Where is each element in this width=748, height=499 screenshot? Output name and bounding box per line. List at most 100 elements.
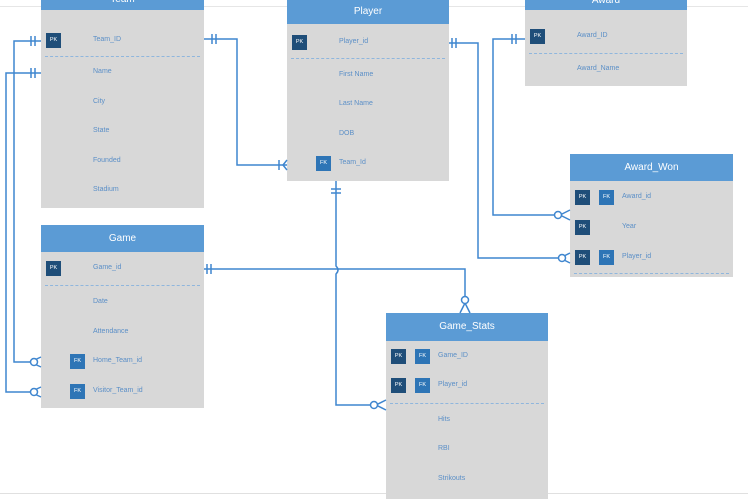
field-label: Visitor_Team_id: [93, 387, 143, 394]
pk-badge: PK: [575, 250, 590, 265]
field-label: Player_id: [622, 253, 652, 260]
fk-badge: FK: [599, 250, 614, 265]
team-field-state[interactable]: State: [41, 122, 204, 142]
entity-game-stats[interactable]: Game_Stats PK FK Game_ID PK FK Player_id…: [386, 313, 548, 499]
entity-team-header: Team: [41, 0, 204, 10]
field-label: Founded: [93, 157, 121, 164]
team-field-city[interactable]: City: [41, 93, 204, 113]
many-mark: [282, 159, 288, 171]
entity-game-stats-header: Game_Stats: [386, 313, 548, 341]
field-label: Team_ID: [93, 36, 122, 43]
key-separator: [45, 285, 200, 286]
fk-badge: FK: [415, 378, 430, 393]
entity-game-header: Game: [41, 225, 204, 252]
field-label: Attendance: [93, 328, 129, 335]
field-label: Award_ID: [577, 32, 608, 39]
connector-player-award-won: [449, 42, 560, 259]
field-label: Date: [93, 298, 108, 305]
entity-award-won-header: Award_Won: [570, 154, 733, 181]
field-label: Home_Team_id: [93, 357, 143, 364]
game-stats-field-game-id[interactable]: PK FK Game_ID: [386, 347, 548, 367]
pk-badge: PK: [46, 261, 61, 276]
game-field-game-id[interactable]: PK Game_id: [41, 259, 204, 279]
team-field-team-id[interactable]: PK Team_ID: [41, 31, 204, 51]
player-field-dob[interactable]: DOB: [287, 125, 449, 145]
game-field-visitor-team-id[interactable]: FK Visitor_Team_id: [41, 382, 204, 402]
connector-team-visitor-game: [5, 72, 41, 393]
optional-mark: [553, 210, 563, 220]
entity-award-header: Award: [525, 0, 687, 10]
key-separator: [529, 53, 683, 54]
pk-badge: PK: [530, 29, 545, 44]
entity-award-won[interactable]: Award_Won PK FK Award_id PK Year PK FK P…: [570, 154, 733, 277]
field-label: Last Name: [339, 100, 373, 107]
field-label: Team_Id: [339, 159, 366, 166]
player-field-player-id[interactable]: PK Player_id: [287, 33, 449, 53]
game-stats-field-strikouts[interactable]: Strikouts: [386, 470, 548, 490]
team-field-name[interactable]: Name: [41, 63, 204, 83]
game-stats-field-rbi[interactable]: RBI: [386, 440, 548, 460]
game-field-home-team-id[interactable]: FK Home_Team_id: [41, 352, 204, 372]
entity-player-header: Player: [287, 0, 449, 24]
award-won-field-year[interactable]: PK Year: [570, 218, 733, 238]
entity-team[interactable]: Team PK Team_ID Name City State Founded …: [41, 0, 204, 208]
pk-badge: PK: [292, 35, 307, 50]
field-label: Strikouts: [438, 475, 466, 482]
connector-team-player: [204, 38, 287, 166]
field-label: Award_Name: [577, 65, 620, 72]
connector-award-award-won: [492, 38, 556, 216]
player-field-last-name[interactable]: Last Name: [287, 95, 449, 115]
field-label: Hits: [438, 416, 451, 423]
entity-player[interactable]: Player PK Player_id First Name Last Name…: [287, 0, 449, 181]
fk-badge: FK: [70, 354, 85, 369]
team-field-founded[interactable]: Founded: [41, 152, 204, 172]
optional-mark: [369, 400, 379, 410]
player-field-first-name[interactable]: First Name: [287, 66, 449, 86]
game-stats-field-player-id[interactable]: PK FK Player_id: [386, 376, 548, 396]
player-field-team-id[interactable]: FK Team_Id: [287, 154, 449, 174]
pk-badge: PK: [391, 349, 406, 364]
field-label: Name: [93, 68, 112, 75]
field-label: Player_id: [438, 381, 468, 388]
bottom-divider: [0, 493, 748, 494]
field-label: First Name: [339, 71, 374, 78]
key-separator: [390, 403, 544, 404]
game-field-attendance[interactable]: Attendance: [41, 323, 204, 343]
game-field-date[interactable]: Date: [41, 293, 204, 313]
key-separator: [45, 56, 200, 57]
optional-mark: [557, 253, 567, 263]
field-label: DOB: [339, 130, 355, 137]
award-won-field-player-id[interactable]: PK FK Player_id: [570, 248, 733, 268]
connector-game-game-stats: [204, 268, 466, 300]
field-label: City: [93, 98, 106, 105]
fk-badge: FK: [70, 384, 85, 399]
fk-badge: FK: [599, 190, 614, 205]
key-separator: [574, 273, 729, 274]
pk-badge: PK: [575, 220, 590, 235]
field-label: RBI: [438, 445, 450, 452]
fk-badge: FK: [316, 156, 331, 171]
pk-badge: PK: [46, 33, 61, 48]
many-mark: [459, 302, 471, 314]
award-won-field-award-id[interactable]: PK FK Award_id: [570, 188, 733, 208]
optional-mark: [29, 387, 39, 397]
field-label: Stadium: [93, 186, 119, 193]
key-separator: [291, 58, 445, 59]
fk-badge: FK: [415, 349, 430, 364]
pk-badge: PK: [391, 378, 406, 393]
award-field-award-id[interactable]: PK Award_ID: [525, 27, 687, 47]
field-label: Award_id: [622, 193, 652, 200]
optional-mark: [460, 295, 470, 305]
game-stats-field-hits[interactable]: Hits: [386, 411, 548, 431]
field-label: Year: [622, 223, 637, 230]
field-label: Player_id: [339, 38, 369, 45]
field-label: State: [93, 127, 110, 134]
team-field-stadium[interactable]: Stadium: [41, 181, 204, 201]
connector-team-home-game: [13, 40, 41, 363]
entity-game[interactable]: Game PK Game_id Date Attendance FK Home_…: [41, 225, 204, 408]
award-field-award-name[interactable]: Award_Name: [525, 60, 687, 80]
entity-award[interactable]: Award PK Award_ID Award_Name: [525, 0, 687, 86]
field-label: Game_id: [93, 264, 122, 271]
pk-badge: PK: [575, 190, 590, 205]
